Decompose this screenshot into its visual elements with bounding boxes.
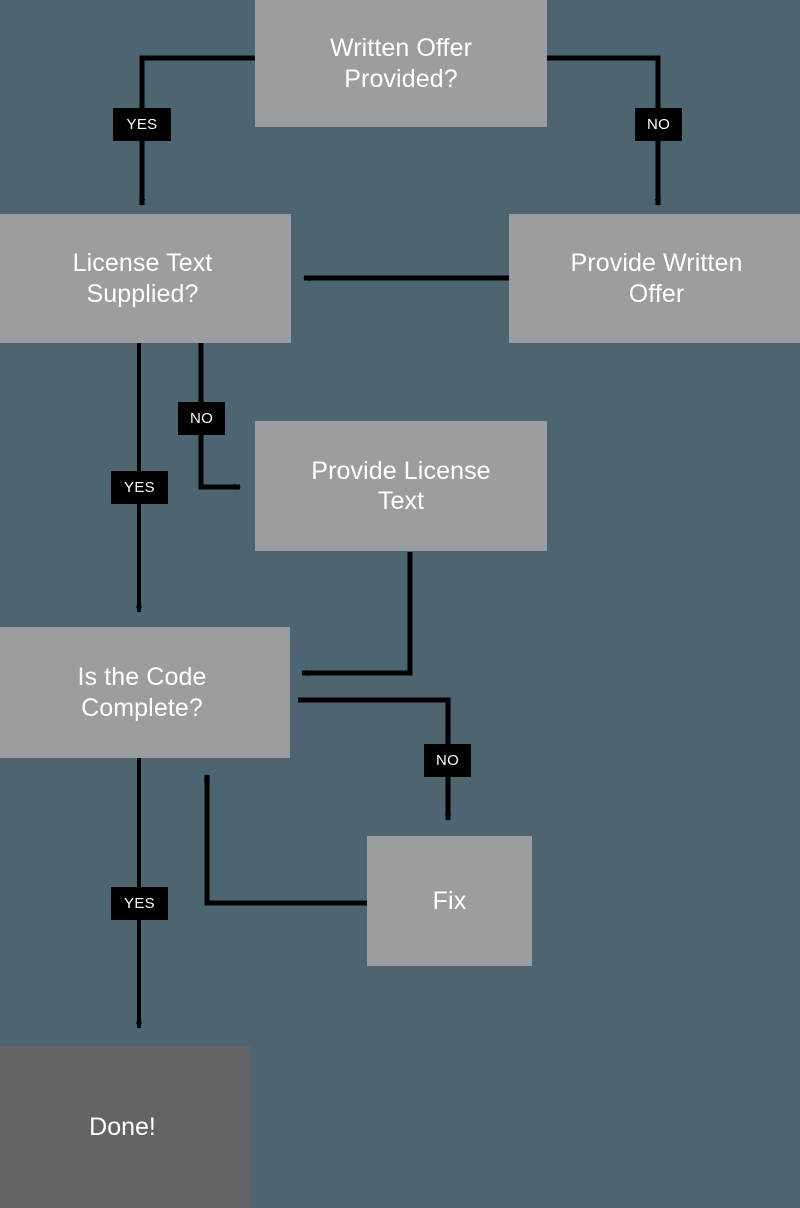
node-provide-written-offer[interactable]: Provide Written Offer xyxy=(509,214,800,343)
edge-label-code-complete-yes: YES xyxy=(111,887,168,920)
node-fix[interactable]: Fix xyxy=(367,836,532,966)
node-label: Is the Code Complete? xyxy=(77,663,207,722)
edge-label-code-complete-no: NO xyxy=(424,744,471,777)
node-label: Provide License Text xyxy=(311,456,491,516)
node-done[interactable]: Done! xyxy=(0,1046,251,1208)
node-written-offer-provided[interactable]: Written Offer Provided? xyxy=(255,0,547,127)
edge-license-text-to-code xyxy=(300,552,413,677)
node-label: Written Offer Provided? xyxy=(329,34,473,93)
edge-label-written-offer-yes: YES xyxy=(113,108,171,141)
node-label: Provide Written Offer xyxy=(570,249,743,308)
edge-label-license-text-no: NO xyxy=(178,402,225,435)
node-is-code-complete[interactable]: Is the Code Complete? xyxy=(0,627,290,758)
node-license-text-supplied[interactable]: License Text Supplied? xyxy=(0,214,291,343)
node-label: Done! xyxy=(89,1112,156,1141)
node-label: License Text Supplied? xyxy=(72,249,213,308)
edge-label-license-text-yes: YES xyxy=(111,471,168,504)
edge-label-written-offer-no: NO xyxy=(635,108,682,141)
edge-fix-to-code xyxy=(203,773,367,906)
node-label: Fix xyxy=(432,886,467,915)
node-provide-license-text[interactable]: Provide License Text xyxy=(255,421,547,551)
